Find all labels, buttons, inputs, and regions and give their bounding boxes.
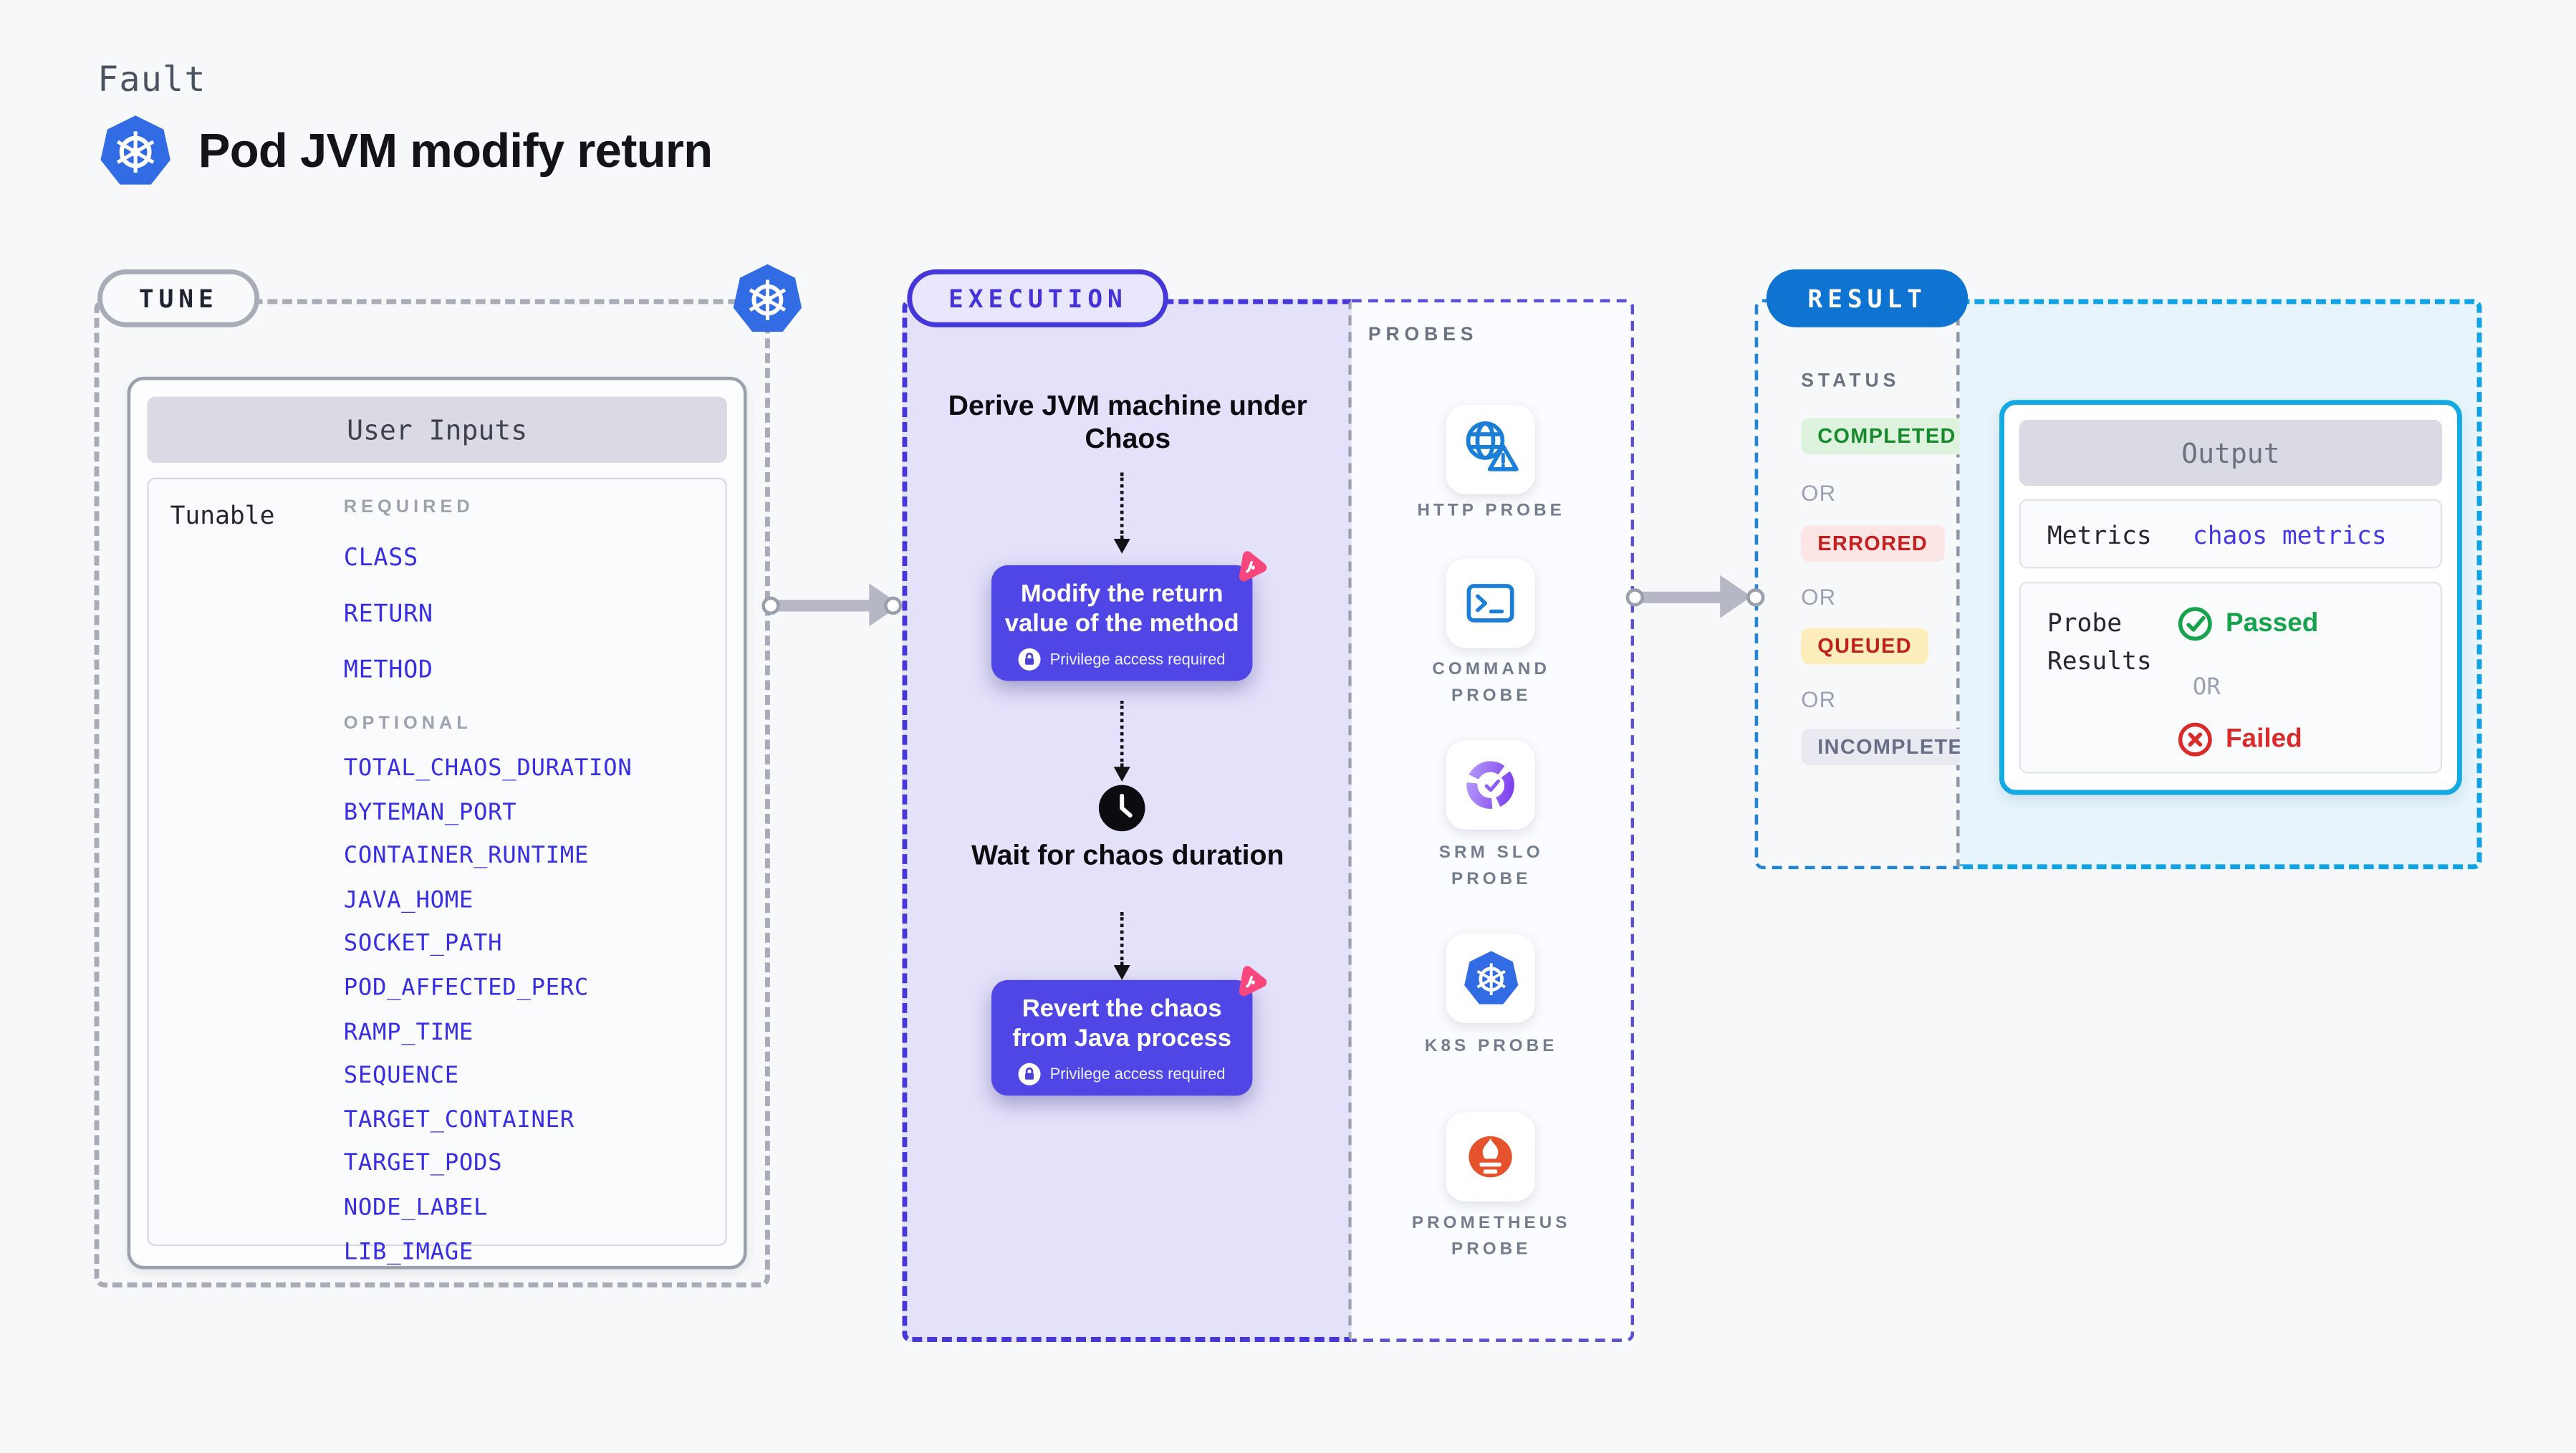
command-probe-card [1446,558,1535,648]
tune-to-execution-arrow [777,599,871,611]
page-title: Pod JVM modify return [198,125,713,179]
tunable-item: JAVA_HOME [343,887,474,914]
metrics-row: Metrics chaos metrics [2019,499,2443,569]
globe-alert-icon [1466,421,1519,471]
tunables-list: REQUIRED CLASS RETURN METHOD OPTIONAL TO… [344,497,716,1282]
metrics-value: chaos metrics [2192,520,2387,551]
wait-step-label: Wait for chaos duration [971,839,1284,871]
tunable-item: POD_AFFECTED_PERC [343,974,590,1002]
passed-label: Passed [2226,608,2319,638]
or-separator: OR [2192,674,2221,701]
or-separator: OR [1801,481,1837,506]
kubernetes-icon [96,112,176,192]
probe-label: PROMETHEUS PROBE [1411,1213,1571,1260]
kubernetes-icon [729,261,806,338]
status-badge-queued: QUEUED [1801,628,1929,665]
probe-label: K8S PROBE [1424,1036,1558,1056]
dotted-arrow [1120,701,1124,767]
result-badge: RESULT [1766,269,1969,327]
derive-step-label: Derive JVM machine under Chaos [948,390,1307,455]
required-label: REQUIRED [343,497,474,517]
prometheus-probe-card [1446,1112,1535,1202]
dotted-arrow-head-icon [1113,538,1130,554]
srm-slo-probe-card [1446,740,1535,830]
lock-icon [1019,1063,1042,1085]
fault-eyebrow: Fault [97,59,206,100]
passed-result: Passed [2178,607,2318,641]
tunable-item: LIB_IMAGE [343,1238,474,1265]
revert-action-box: Revert the chaos from Java process Privi… [991,966,1267,1096]
probe-results-label: Probe Results [2047,608,2152,676]
connector-dot [1625,587,1643,606]
dotted-arrow [1120,472,1124,539]
tunable-item: RETURN [343,601,433,628]
tunable-item: CONTAINER_RUNTIME [343,843,590,870]
slo-donut-check-icon [1466,761,1514,809]
status-badge-errored: ERRORED [1801,525,1945,562]
execution-to-result-arrow [1640,590,1724,603]
probe-label: SRM SLO PROBE [1438,843,1544,890]
probes-label: PROBES [1368,325,1479,346]
tunable-row-label: Tunable [170,500,275,531]
dotted-arrow-head-icon [1113,965,1130,980]
result-section-box: STATUS COMPLETED OR ERRORED OR QUEUED OR… [1754,299,2482,870]
optional-label: OPTIONAL [343,714,472,734]
user-inputs-card: User Inputs Tunable REQUIRED CLASS RETUR… [127,376,747,1270]
tunables-panel: Tunable REQUIRED CLASS RETURN METHOD OPT… [147,477,727,1265]
tune-section-box [94,299,770,1287]
status-label: STATUS [1801,371,1900,392]
tune-badge: TUNE [97,269,260,327]
check-circle-icon [2178,607,2212,641]
probe-label: HTTP PROBE [1417,500,1565,521]
probe-results-row: Probe Results Passed OR [2019,581,2443,774]
terminal-icon [1466,584,1514,623]
tunable-item: RAMP_TIME [343,1019,474,1046]
chaos-badge-icon [1230,961,1270,1001]
status-badge-completed: COMPLETED [1801,418,1973,455]
output-card: Output Metrics chaos metrics Probe Resul… [1999,400,2462,795]
tunable-item: SOCKET_PATH [343,931,503,958]
execution-flow-panel: Derive JVM machine under Chaos Modify th… [902,299,1352,1342]
user-inputs-title: User Inputs [147,396,727,463]
revert-action-label: Revert the chaos from Java process [1012,994,1232,1053]
tunable-item: SEQUENCE [343,1063,459,1090]
prometheus-flame-icon [1469,1136,1512,1178]
connector-dot [1745,587,1764,606]
dotted-arrow-head-icon [1113,767,1130,782]
tunable-item: TARGET_CONTAINER [343,1106,575,1133]
execution-section-box: Derive JVM machine under Chaos Modify th… [902,299,1635,1342]
k8s-probe-card [1446,934,1535,1023]
inject-action-label: Modify the return value of the method [1004,580,1239,638]
x-circle-icon [2178,722,2212,757]
tunable-item: BYTEMAN_PORT [343,799,517,826]
chaos-badge-icon [1230,546,1270,586]
kubernetes-icon [1464,950,1518,1004]
or-separator: OR [1801,687,1837,713]
status-panel: STATUS COMPLETED OR ERRORED OR QUEUED OR… [1754,299,1996,870]
inject-action-box: Modify the return value of the method Pr… [991,551,1267,681]
clock-icon [1097,783,1147,833]
tunable-item: NODE_LABEL [343,1194,489,1222]
execution-badge: EXECUTION [907,269,1169,327]
privilege-note: Privilege access required [1049,1065,1226,1083]
probe-label: COMMAND PROBE [1432,659,1551,706]
metrics-label: Metrics [2047,520,2152,551]
failed-result: Failed [2178,722,2302,757]
probes-panel: PROBES HTTP PROBE [1351,299,1635,1342]
lock-icon [1019,648,1042,671]
output-title: Output [2019,419,2443,486]
failed-label: Failed [2226,724,2302,753]
http-probe-card [1446,405,1535,494]
connector-dot [761,595,779,614]
or-separator: OR [1801,585,1837,610]
dotted-arrow [1120,912,1124,966]
connector-dot [884,595,903,614]
tunable-item: METHOD [343,658,433,684]
privilege-note: Privilege access required [1049,650,1226,669]
tunable-item: CLASS [343,545,418,572]
tunable-item: TARGET_PODS [343,1151,503,1178]
tunable-item: TOTAL_CHAOS_DURATION [343,755,633,782]
output-panel: Output Metrics chaos metrics Probe Resul… [1959,299,2482,870]
